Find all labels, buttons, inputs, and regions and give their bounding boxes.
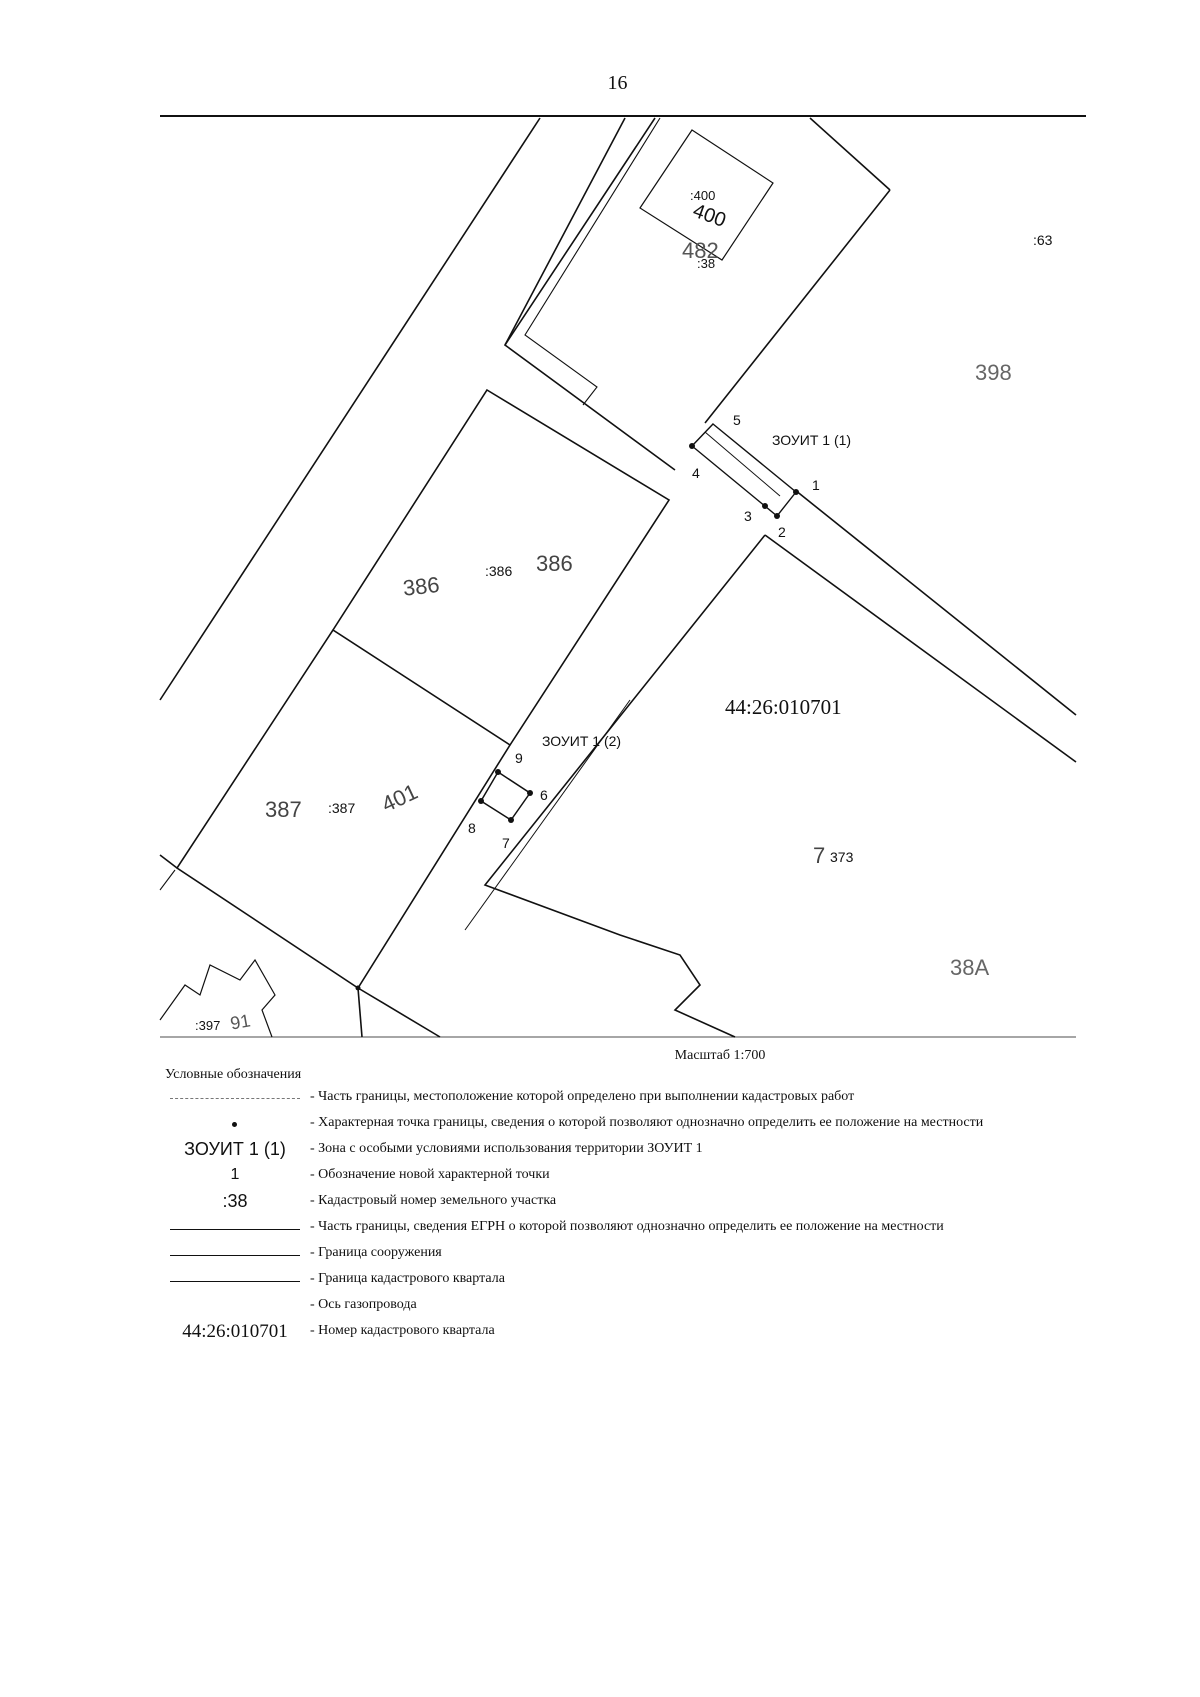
legend-text: - Зона с особыми условиями использования… — [310, 1141, 703, 1156]
label-plot-400: :400 — [690, 188, 715, 203]
legend-symbol-point — [160, 1111, 310, 1137]
point-marker-1 — [793, 489, 799, 495]
point-marker-2 — [774, 513, 780, 519]
legend-text: - Часть границы, местоположение которой … — [310, 1089, 855, 1104]
legend-text: - Кадастровый номер земельного участка — [310, 1193, 557, 1208]
label-plot-398: 398 — [975, 360, 1012, 385]
label-zouit-1: ЗОУИТ 1 (1) — [772, 432, 851, 448]
inner-boundary-38 — [524, 117, 661, 406]
parcel-397 — [159, 958, 276, 1038]
building-400 — [639, 129, 774, 261]
legend-symbol-dashed-line — [160, 1085, 310, 1111]
legend-symbol-quarter-line — [160, 1267, 310, 1293]
label-point-7: 7 — [502, 835, 510, 851]
street-line-lower — [764, 534, 1077, 763]
legend-symbol-zone: ЗОУИТ 1 (1) — [184, 1139, 286, 1159]
legend-symbol-quarter-number: 44:26:010701 — [182, 1321, 288, 1342]
point-marker-lower — [355, 985, 361, 991]
point-marker-8 — [478, 798, 484, 804]
label-plot-386-b: 386 — [536, 551, 573, 576]
legend-symbol-gas-axis — [160, 1293, 310, 1319]
legend-text: - Граница сооружения — [310, 1245, 442, 1260]
street-line-upper — [794, 489, 1077, 716]
legend: - Часть границы, местоположение которой … — [160, 1085, 1120, 1345]
lower-line-2 — [357, 987, 441, 1038]
label-plot-373-a: 7 — [813, 843, 825, 868]
legend-item: ЗОУИТ 1 (1) - Зона с особыми условиями и… — [160, 1137, 1120, 1163]
legend-item: - Характерная точка границы, сведения о … — [160, 1111, 1120, 1137]
label-quarter: 44:26:010701 — [725, 695, 842, 719]
legend-text: - Характерная точка границы, сведения о … — [310, 1115, 984, 1130]
legend-item: :38 - Кадастровый номер земельного участ… — [160, 1189, 1120, 1215]
lower-line-4 — [159, 869, 176, 891]
label-plot-387: :387 — [328, 800, 355, 816]
label-plot-386-a: 386 — [402, 572, 441, 601]
label-point-2: 2 — [778, 524, 786, 540]
label-point-3: 3 — [744, 508, 752, 524]
parcel-373 — [483, 534, 766, 1038]
label-plot-38: :38 — [697, 256, 715, 271]
label-plot-38a: 38А — [950, 955, 989, 980]
road-line-left-1 — [159, 117, 541, 701]
legend-symbol-solid-line — [160, 1215, 310, 1241]
label-plot-387-a: 387 — [265, 797, 302, 822]
parcel-38-boundary — [503, 117, 676, 471]
label-zouit-2: ЗОУИТ 1 (2) — [542, 733, 621, 749]
legend-symbol-point-number: 1 — [230, 1166, 240, 1183]
legend-item: 44:26:010701 - Номер кадастрового кварта… — [160, 1319, 1120, 1345]
point-marker-4 — [689, 443, 695, 449]
header-rule — [160, 115, 1086, 117]
label-plot-400-b: 400 — [690, 200, 729, 232]
label-point-4: 4 — [692, 465, 700, 481]
legend-text: - Обозначение новой характерной точки — [310, 1167, 550, 1182]
label-plot-373: 373 — [830, 849, 854, 865]
legend-text: - Граница кадастрового квартала — [310, 1271, 505, 1286]
legend-symbol-structure-line — [160, 1241, 310, 1267]
page-number: 16 — [607, 72, 628, 94]
parcel-38-lower-edge — [704, 189, 891, 424]
legend-item: - Ось газопровода — [160, 1293, 1120, 1319]
zouit-zone-1-inner — [704, 431, 781, 497]
gas-axis — [464, 699, 631, 931]
label-point-5: 5 — [733, 412, 741, 428]
legend-item: - Часть границы, сведения ЕГРН о которой… — [160, 1215, 1120, 1241]
lower-line-1 — [159, 854, 178, 869]
point-marker-9 — [495, 769, 501, 775]
label-plot-38-num: 482 — [682, 238, 719, 263]
legend-item: - Граница сооружения — [160, 1241, 1120, 1267]
legend-text: - Номер кадастрового квартала — [310, 1323, 495, 1338]
legend-title: Условные обозначения — [165, 1067, 302, 1082]
point-marker-7 — [508, 817, 514, 823]
road-line-left-2 — [504, 117, 626, 346]
parcel-387 — [175, 629, 511, 990]
legend-item: 1 - Обозначение новой характерной точки — [160, 1163, 1120, 1189]
lower-line-3 — [357, 987, 363, 1038]
label-point-1: 1 — [812, 477, 820, 493]
legend-text: - Ось газопровода — [310, 1297, 417, 1312]
label-point-8: 8 — [468, 820, 476, 836]
legend-symbol-plot-number: :38 — [222, 1191, 248, 1211]
legend-item: - Граница кадастрового квартала — [160, 1267, 1120, 1293]
label-point-9: 9 — [515, 750, 523, 766]
point-marker-6 — [527, 790, 533, 796]
label-plot-63: :63 — [1033, 232, 1053, 248]
label-plot-386: :386 — [485, 563, 512, 579]
parcel-38-right-edge — [809, 117, 891, 191]
legend-text: - Часть границы, сведения ЕГРН о которой… — [310, 1219, 944, 1234]
point-marker-3 — [762, 503, 768, 509]
label-plot-401: 401 — [378, 779, 422, 817]
label-plot-397: :397 — [195, 1018, 220, 1033]
label-point-6: 6 — [540, 787, 548, 803]
label-plot-397-b: 91 — [229, 1010, 252, 1033]
map-scale: Масштаб 1:700 — [674, 1048, 766, 1063]
legend-item: - Часть границы, местоположение которой … — [160, 1085, 1120, 1111]
